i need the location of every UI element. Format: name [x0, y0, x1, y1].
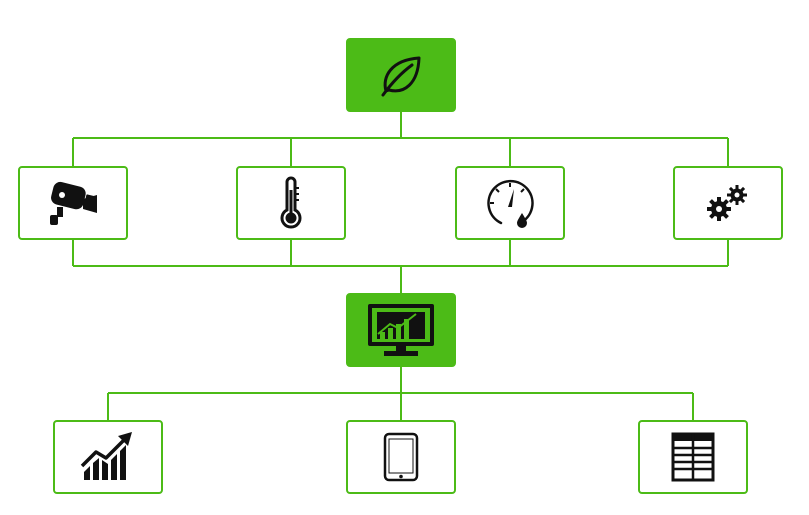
- gears-node[interactable]: [673, 166, 783, 240]
- leaf-node[interactable]: [346, 38, 456, 112]
- leaf-icon: [381, 56, 421, 97]
- monitor-chart-icon: [368, 304, 434, 356]
- thermometer-icon: [280, 176, 302, 229]
- camera-node[interactable]: [18, 166, 128, 240]
- tablet-icon: [383, 432, 419, 482]
- table-grid-node[interactable]: [638, 420, 748, 494]
- thermometer-node[interactable]: [236, 166, 346, 240]
- gears-icon: [707, 185, 747, 221]
- gauge-node[interactable]: [455, 166, 565, 240]
- monitor-hub-node[interactable]: [346, 293, 456, 367]
- tablet-node[interactable]: [346, 420, 456, 494]
- pressure-gauge-icon: [487, 179, 534, 228]
- security-camera-icon: [50, 181, 97, 225]
- growth-chart-icon: [80, 432, 132, 480]
- growth-chart-node[interactable]: [53, 420, 163, 494]
- table-grid-icon: [671, 432, 715, 482]
